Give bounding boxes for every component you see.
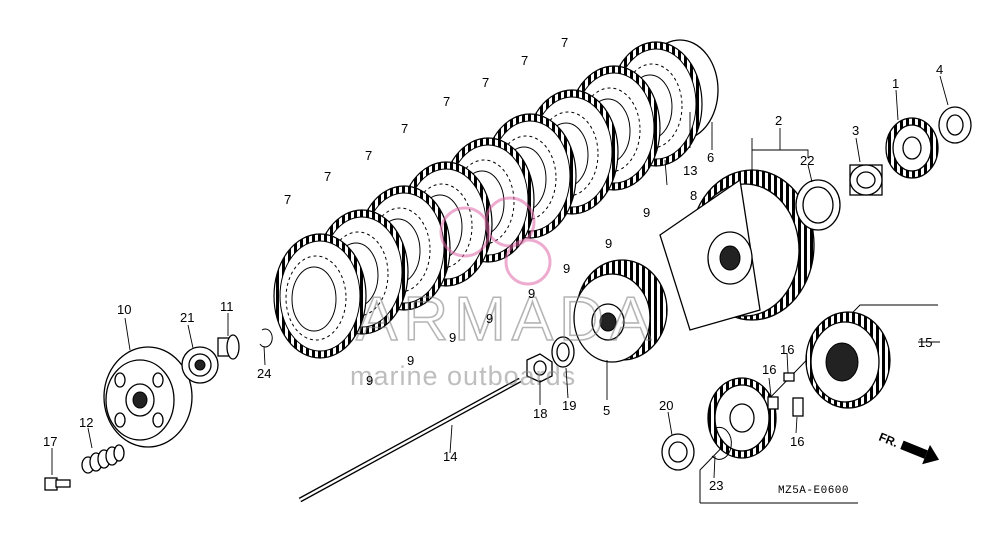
washer — [551, 336, 575, 368]
clutch-spring — [81, 444, 125, 474]
oil-pump-drive-sprocket — [885, 117, 939, 179]
lifter-piece — [217, 334, 240, 360]
watermark-brand: ARMADA — [356, 285, 657, 354]
callout-18: 18 — [533, 406, 547, 421]
circlip — [259, 328, 273, 348]
front-direction-label: FR. — [877, 430, 900, 450]
callout-16-b: 16 — [762, 362, 776, 377]
callout-9-h: 9 — [643, 205, 650, 220]
callout-7-a: 7 — [284, 192, 291, 207]
callout-7-b: 7 — [324, 169, 331, 184]
callout-9-g: 9 — [605, 236, 612, 251]
steel-plate-edge — [285, 255, 347, 341]
callout-4: 4 — [936, 62, 943, 77]
lifter-rod — [298, 377, 522, 503]
collar — [849, 164, 883, 196]
damper-springs — [767, 372, 804, 417]
callout-23: 23 — [709, 478, 723, 493]
release-bearing — [181, 346, 219, 384]
callout-2: 2 — [775, 113, 782, 128]
pressure-plate — [103, 346, 193, 448]
callout-10: 10 — [117, 302, 131, 317]
callout-7-h: 7 — [561, 35, 568, 50]
callout-20: 20 — [659, 398, 673, 413]
callout-16-c: 16 — [790, 434, 804, 449]
thrust-washer — [938, 106, 972, 144]
callout-21: 21 — [180, 310, 194, 325]
callout-3: 3 — [852, 123, 859, 138]
watermark: ARMADA marine outboards — [350, 196, 657, 391]
lock-nut — [526, 353, 553, 383]
callout-17: 17 — [43, 434, 57, 449]
front-direction-indicator: FR. — [877, 430, 940, 465]
watermark-tagline: marine outboards — [350, 361, 576, 391]
callout-6: 6 — [707, 150, 714, 165]
watermark-logo — [439, 196, 552, 286]
callout-7-f: 7 — [482, 75, 489, 90]
callout-7-c: 7 — [365, 148, 372, 163]
callouts: 1 2 3 4 5 6 7 7 7 7 7 7 7 7 8 9 9 9 9 9 … — [43, 35, 943, 493]
callout-8: 8 — [690, 188, 697, 203]
callout-13: 13 — [683, 163, 697, 178]
diagram-code: MZ5A-E0600 — [778, 485, 849, 497]
callout-22: 22 — [800, 153, 814, 168]
callout-9-a: 9 — [366, 373, 373, 388]
snap-ring — [711, 426, 732, 460]
callout-14: 14 — [443, 449, 457, 464]
needle-bearing — [795, 179, 841, 231]
callout-15: 15 — [918, 335, 932, 350]
callout-9-b: 9 — [407, 353, 414, 368]
callout-16-a: 16 — [780, 342, 794, 357]
callout-12: 12 — [79, 415, 93, 430]
clutch-outer — [659, 169, 815, 331]
callout-11: 11 — [220, 299, 234, 314]
sub-gear — [707, 377, 777, 459]
callout-9-e: 9 — [528, 286, 535, 301]
callout-19: 19 — [562, 398, 576, 413]
callout-1: 1 — [892, 76, 899, 91]
leader-lines — [51, 75, 949, 479]
callout-7-d: 7 — [401, 121, 408, 136]
spring-bolt — [44, 477, 71, 491]
snap-ring-washer — [661, 433, 695, 471]
callout-9-f: 9 — [563, 261, 570, 276]
callout-7-e: 7 — [443, 94, 450, 109]
callout-7-g: 7 — [521, 53, 528, 68]
callout-9-d: 9 — [486, 311, 493, 326]
callout-9-c: 9 — [449, 330, 456, 345]
clutch-center — [573, 259, 668, 363]
callout-5: 5 — [603, 403, 610, 418]
callout-24: 24 — [257, 366, 271, 381]
primary-drive-gear — [805, 311, 891, 409]
plate-center-hole — [291, 266, 337, 332]
front-arrow-icon — [900, 440, 940, 465]
